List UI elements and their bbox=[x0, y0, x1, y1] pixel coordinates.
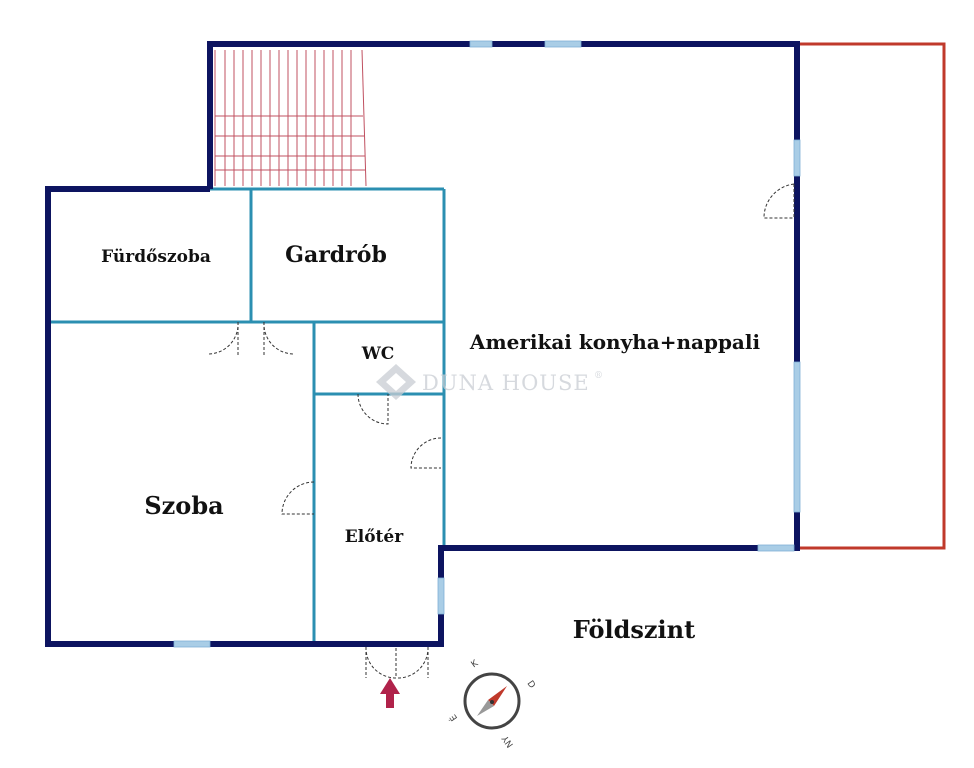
stairs bbox=[214, 49, 367, 187]
watermark-logo-icon bbox=[376, 364, 416, 400]
room-label-room: Szoba bbox=[144, 491, 223, 520]
room-label-bathroom: Fürdőszoba bbox=[101, 247, 211, 267]
watermark-text: DUNA HOUSE bbox=[422, 371, 590, 395]
windows bbox=[173, 40, 801, 648]
room-label-hall: Előtér bbox=[345, 527, 404, 547]
room-label-living: Amerikai konyha+nappali bbox=[469, 330, 761, 354]
room-label-wc: WC bbox=[361, 344, 395, 364]
compass-letter-e: É bbox=[447, 712, 460, 724]
compass-letter-ny: NY bbox=[500, 733, 515, 749]
entry-arrow-icon bbox=[380, 678, 400, 708]
terrace-outline bbox=[800, 42, 946, 550]
watermark-registered: ® bbox=[594, 371, 604, 381]
floor-label: Földszint bbox=[573, 615, 695, 644]
compass-letter-d: D bbox=[525, 679, 537, 690]
doors bbox=[207, 183, 795, 679]
outer-walls bbox=[45, 41, 800, 647]
room-label-wardrobe: Gardrób bbox=[285, 242, 387, 268]
compass-letter-k: K bbox=[470, 658, 481, 670]
watermark: DUNA HOUSE ® bbox=[376, 364, 604, 400]
compass-icon: K D NY É bbox=[447, 658, 537, 749]
